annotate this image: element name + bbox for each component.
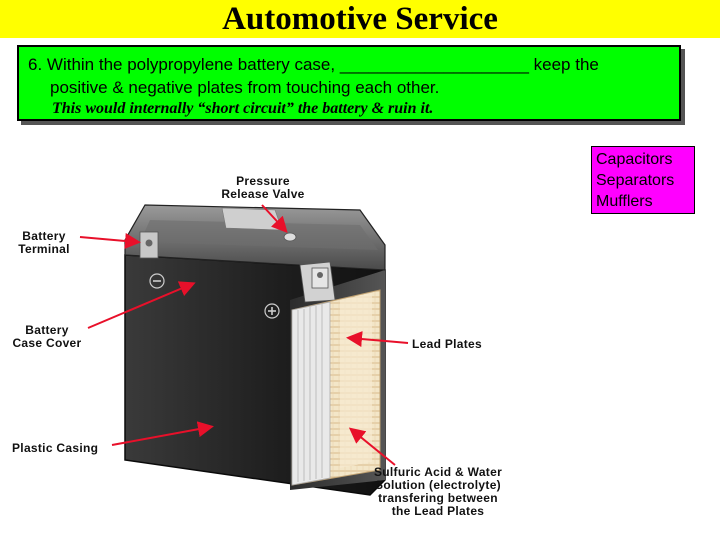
answer-choice-separators[interactable]: Separators bbox=[596, 172, 675, 189]
page-title: Automotive Service bbox=[222, 1, 498, 37]
battery-illustration bbox=[79, 204, 409, 496]
answer-choices: Capacitors Separators Mufflers bbox=[591, 146, 695, 214]
label-pressure-release-valve: Pressure Release Valve bbox=[221, 174, 305, 201]
label-battery-terminal: Battery Terminal bbox=[18, 229, 70, 256]
label-plastic-casing: Plastic Casing bbox=[12, 441, 99, 455]
answer-choice-capacitors[interactable]: Capacitors bbox=[596, 151, 673, 168]
question-hint: This would internally “short circuit” th… bbox=[52, 100, 434, 117]
label-battery-case-cover: Battery Case Cover bbox=[12, 323, 82, 350]
question-line-2: positive & negative plates from touching… bbox=[50, 78, 440, 97]
title-bar bbox=[0, 0, 720, 38]
label-sulfuric-acid-solution: Sulfuric Acid & Water Solution (electrol… bbox=[373, 465, 503, 518]
label-lead-plates: Lead Plates bbox=[412, 337, 482, 351]
question-line-1: 6. Within the polypropylene battery case… bbox=[28, 55, 599, 74]
answer-choice-mufflers[interactable]: Mufflers bbox=[596, 193, 653, 210]
question-box: 6. Within the polypropylene battery case… bbox=[17, 45, 681, 121]
battery-diagram: Pressure Release Valve Battery Terminal … bbox=[0, 150, 530, 535]
